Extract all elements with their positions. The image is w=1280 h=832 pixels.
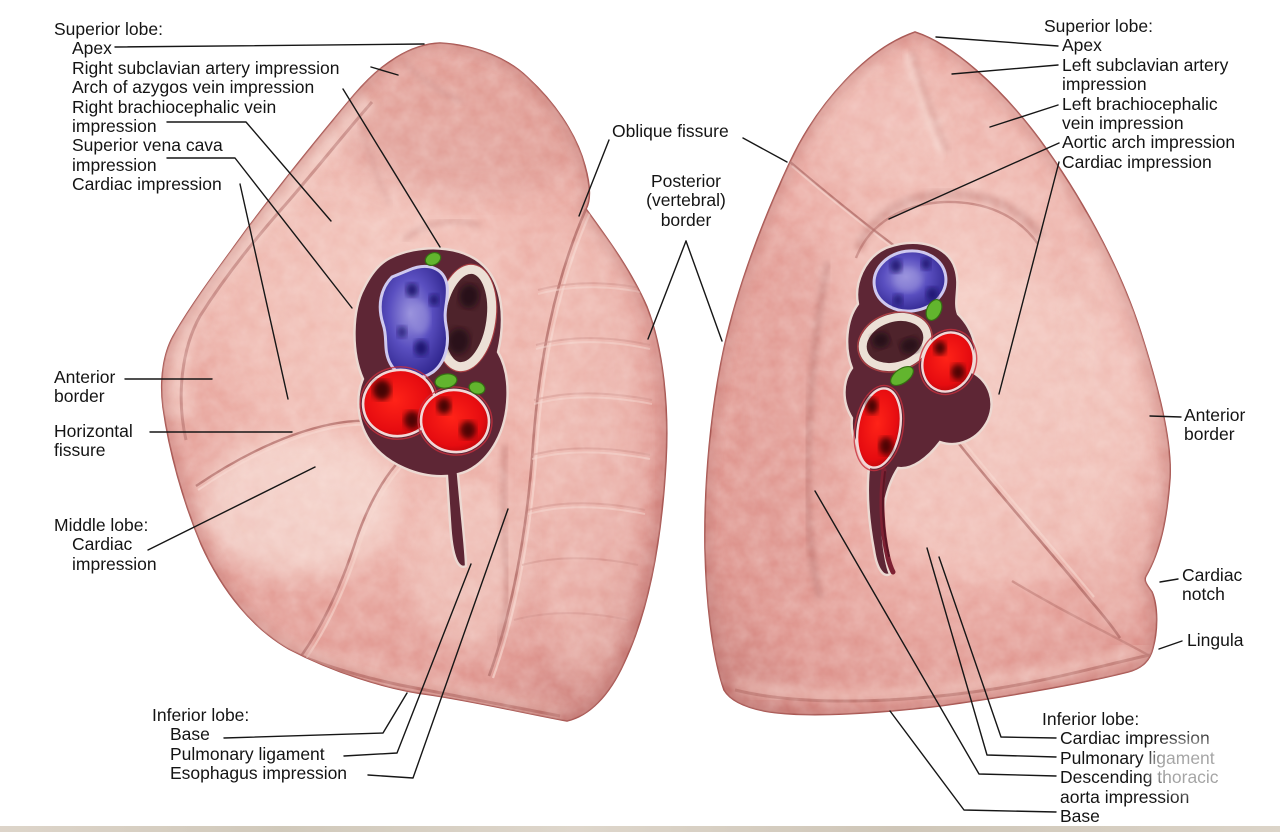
label-block-superior-lobe-left: Superior lobe: Apex Left subclavian arte… [1044,16,1236,172]
label-line: border [54,386,105,407]
label-horizontal-fissure: Horizontal fissure [54,421,133,461]
label-oblique-fissure: Oblique fissure [612,121,729,141]
label-line: Oblique fissure [612,121,729,141]
pulmonary-veins-red [359,366,493,456]
label-left-subclavian-2: impression [1062,74,1147,95]
leader-apex-right [114,43,425,48]
leader-anterior-border-left [1149,415,1182,418]
label-inferior-lobe-right-heading: Inferior lobe: [152,705,250,725]
leader-cardiac-superior-right [239,183,289,400]
pulmonary-veins-red [853,328,978,472]
leader-brachiocephalic-left [989,104,1059,128]
label-line: border [660,209,712,230]
label-svc-1: Superior vena cava [72,135,223,156]
scan-edge-artifact [0,826,1280,832]
leader-aortic-arch [888,142,1060,220]
label-aortic-arch: Aortic arch impression [1062,132,1236,153]
label-anterior-border-right: Anterior border [54,367,116,407]
label-left-brachiocephalic-2: vein impression [1062,113,1184,134]
label-descending-aorta-2: aorta impression [1060,786,1190,807]
label-superior-lobe-left-heading: Superior lobe: [1044,16,1153,36]
leader-posterior-border-right-line [685,240,723,342]
label-inferior-cardiac-left: Cardiac impression [1060,728,1210,749]
label-anterior-border-left: Anterior border [1184,405,1246,445]
label-line: (vertebral) [646,190,726,211]
right-lung-illustration [160,42,668,722]
leader-apex-left [935,36,1059,47]
leader-pulmonary-ligament-left [926,547,1057,758]
leader-svc [166,157,353,309]
label-block-middle-lobe: Middle lobe: Cardiac impression [54,515,157,574]
label-line: border [1184,424,1235,445]
leader-brachiocephalic-right [166,121,332,222]
label-block-inferior-lobe-left: Inferior lobe: Cardiac impression Pulmon… [1042,709,1219,827]
leader-posterior-border-left-line [647,240,687,340]
right-lung-hilum [353,247,509,568]
label-descending-aorta-1: Descending thoracic [1060,767,1219,788]
leader-inferior-cardiac-left [938,556,1057,739]
leader-oblique-fissure-right-line [742,137,788,163]
label-middle-cardiac-2: impression [72,553,157,574]
label-cardiac-impression-superior-right: Cardiac impression [72,174,222,195]
label-line: Anterior [1184,405,1246,425]
label-lingula: Lingula [1187,630,1244,650]
label-line: Horizontal [54,421,133,441]
label-cardiac-impression-superior-left: Cardiac impression [1062,151,1212,172]
leader-subclavian-left [951,64,1059,75]
label-left-subclavian-1: Left subclavian artery [1062,54,1229,75]
label-apex-left: Apex [1062,35,1102,56]
label-middle-cardiac-1: Cardiac [72,534,133,555]
leader-esophagus [367,508,509,779]
label-base-right: Base [170,724,210,745]
bronchus-cross-section [434,263,498,373]
label-line: Lingula [1187,630,1244,650]
lymph-nodes-green [424,251,486,395]
label-line: notch [1182,584,1225,605]
left-lung-hilum [843,241,993,577]
label-apex-right: Apex [72,38,112,59]
leader-azygos-arch [342,88,441,248]
leader-base-right [223,692,408,739]
leader-subclavian-right [370,66,399,76]
pulmonary-artery-blue [872,249,948,313]
label-base-left: Base [1060,806,1100,827]
leader-cardiac-notch [1159,578,1179,583]
leader-oblique-fissure-left-line [578,139,610,217]
label-right-brachiocephalic-2: impression [72,116,157,137]
label-left-brachiocephalic-1: Left brachiocephalic [1062,93,1218,114]
label-posterior-border: Posterior (vertebral) border [610,171,762,230]
label-superior-lobe-right-heading: Superior lobe: [54,19,163,39]
leader-cardiac-superior-left [998,161,1060,395]
label-middle-lobe-heading: Middle lobe: [54,515,149,535]
label-inferior-lobe-left-heading: Inferior lobe: [1042,709,1140,729]
leader-pulmonary-ligament-right [343,563,472,757]
leader-middle-cardiac [147,466,316,551]
label-pulmonary-ligament-right: Pulmonary ligament [170,743,325,764]
label-esophagus-impression: Esophagus impression [170,763,348,784]
label-right-brachiocephalic-1: Right brachiocephalic vein [72,96,277,117]
lymph-nodes-green [890,299,943,387]
bronchus-cross-section [857,311,933,373]
leader-base-left [889,710,1057,813]
label-line: fissure [54,440,106,461]
label-pulmonary-ligament-left: Pulmonary ligament [1060,747,1215,768]
label-line: Posterior [650,171,722,191]
label-block-inferior-lobe-right: Inferior lobe: Base Pulmonary ligament E… [152,705,348,784]
label-line: Cardiac [1182,565,1243,585]
label-line: Anterior [54,367,116,387]
leader-descending-aorta [814,490,1057,777]
label-block-superior-lobe-right: Superior lobe: Apex Right subclavian art… [54,19,340,195]
label-cardiac-notch: Cardiac notch [1182,565,1243,605]
leader-lingula [1158,640,1183,650]
label-azygos-arch: Arch of azygos vein impression [72,77,315,98]
label-svc-2: impression [72,154,157,175]
label-right-subclavian: Right subclavian artery impression [72,57,340,78]
pulmonary-artery-blue [378,265,449,380]
